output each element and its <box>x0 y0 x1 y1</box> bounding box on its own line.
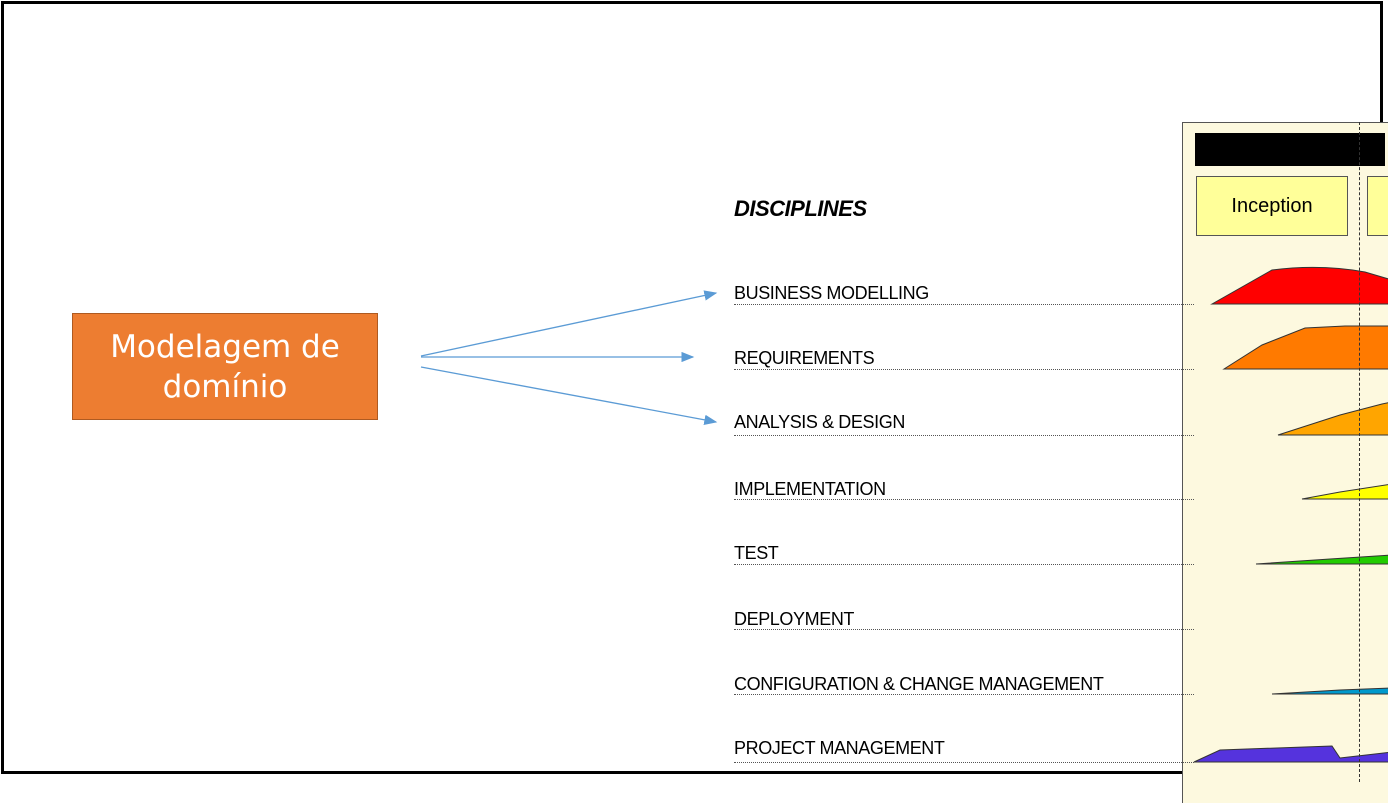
discipline-label: DEPLOYMENT <box>734 609 855 629</box>
domain-modeling-label: Modelagem de domínio <box>110 328 340 405</box>
domain-modeling-box: Modelagem de domínio <box>72 313 378 420</box>
phases-header-bar <box>1195 133 1385 166</box>
hump-configuration <box>1271 687 1388 695</box>
discipline-line <box>734 499 1194 500</box>
phase-divider <box>1359 122 1360 782</box>
discipline-line <box>734 304 1194 305</box>
hump-requirements <box>1222 325 1388 370</box>
disciplines-title: DISCIPLINES <box>734 196 867 221</box>
discipline-label: ANALYSIS & DESIGN <box>734 412 905 432</box>
hump-implementation <box>1301 484 1388 500</box>
discipline-line <box>734 564 1194 565</box>
discipline-label: REQUIREMENTS <box>734 348 875 368</box>
discipline-effort-humps <box>1193 266 1388 763</box>
discipline-label: IMPLEMENTATION <box>734 479 886 499</box>
discipline-line <box>734 369 1194 370</box>
hump-analysis-design <box>1277 402 1388 436</box>
arrow-to-business-modelling <box>420 290 718 357</box>
hump-test <box>1255 554 1388 565</box>
discipline-line <box>734 762 1194 763</box>
phase-next <box>1367 176 1388 236</box>
discipline-label: TEST <box>734 543 779 563</box>
phase-inception: Inception <box>1196 176 1348 236</box>
discipline-line <box>734 629 1194 630</box>
arrow-to-analysis-design <box>420 366 718 425</box>
discipline-label: CONFIGURATION & CHANGE MANAGEMENT <box>734 674 1104 694</box>
hump-business-modelling <box>1210 266 1388 305</box>
arrows <box>420 290 718 425</box>
discipline-label: BUSINESS MODELLING <box>734 283 929 303</box>
discipline-line <box>734 435 1194 436</box>
discipline-label: PROJECT MANAGEMENT <box>734 738 945 758</box>
discipline-line <box>734 694 1194 695</box>
hump-project-management <box>1193 745 1388 763</box>
